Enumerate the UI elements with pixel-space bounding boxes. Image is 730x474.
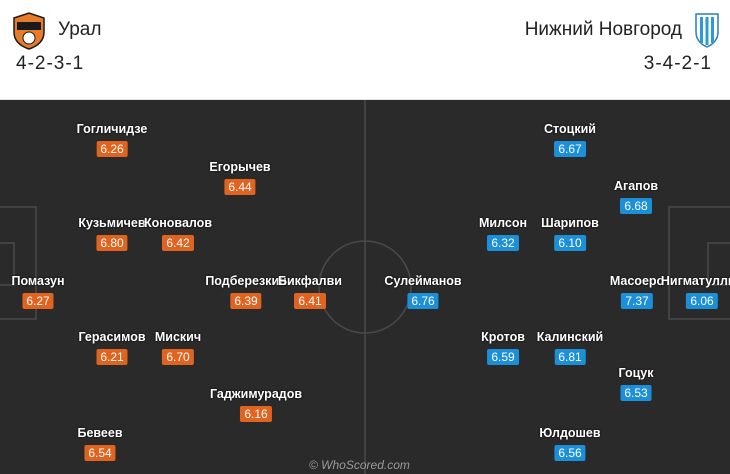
home-player[interactable]: Егорычев 6.44 — [209, 160, 271, 195]
away-player[interactable]: Милсон 6.32 — [479, 216, 527, 251]
player-rating-badge: 6.44 — [224, 179, 256, 195]
player-rating-badge: 6.59 — [487, 349, 519, 365]
player-rating-badge: 6.81 — [554, 349, 586, 365]
ural-crest-icon — [13, 12, 45, 50]
player-rating-badge: 6.80 — [96, 235, 128, 251]
player-rating-badge: 6.27 — [22, 293, 54, 309]
player-rating-badge: 6.54 — [84, 445, 116, 461]
home-player[interactable]: Бевеев 6.54 — [77, 426, 123, 461]
home-player[interactable]: Помазун 6.27 — [11, 274, 65, 309]
match-header: Урал 4-2-3-1 Нижний Новгород 3-4-2-1 — [0, 0, 730, 100]
player-rating-badge: 6.21 — [96, 349, 128, 365]
player-rating-badge: 7.37 — [621, 293, 653, 309]
home-player[interactable]: Кузьмичев 6.80 — [78, 216, 146, 251]
away-player[interactable]: Гоцук 6.53 — [619, 366, 654, 401]
player-name: Подберезкин — [205, 274, 287, 288]
player-name: Масоеро — [609, 274, 665, 288]
player-name: Егорычев — [209, 160, 271, 174]
player-rating-badge: 6.56 — [554, 445, 586, 461]
player-name: Герасимов — [78, 330, 146, 344]
player-name: Коновалов — [143, 216, 213, 230]
player-rating-badge: 6.39 — [230, 293, 262, 309]
player-rating-badge: 6.41 — [294, 293, 326, 309]
player-name: Нигматуллин — [660, 274, 730, 288]
player-rating-badge: 6.68 — [620, 198, 652, 214]
player-name: Милсон — [478, 216, 528, 230]
player-name: Агапов — [613, 179, 659, 193]
player-name: Сулейманов — [384, 274, 462, 288]
player-name: Гоцук — [618, 366, 654, 380]
player-rating-badge: 6.32 — [487, 235, 519, 251]
player-rating-badge: 6.10 — [554, 235, 586, 251]
home-player[interactable]: Мискич 6.70 — [155, 330, 201, 365]
player-name: Юлдошев — [539, 426, 601, 440]
player-rating-badge: 6.42 — [162, 235, 194, 251]
player-rating-badge: 6.06 — [686, 293, 718, 309]
home-formation: 4-2-3-1 — [16, 53, 85, 74]
home-team-name: Урал — [58, 19, 102, 40]
player-rating-badge: 6.76 — [407, 293, 439, 309]
away-player[interactable]: Юлдошев 6.56 — [539, 426, 601, 461]
away-player[interactable]: Сулейманов 6.76 — [384, 274, 462, 309]
away-team-name: Нижний Новгород — [524, 19, 682, 40]
away-player[interactable]: Агапов 6.68 — [614, 179, 658, 214]
away-player[interactable]: Стоцкий 6.67 — [544, 122, 596, 157]
nizhny-novgorod-crest-icon — [695, 13, 719, 48]
player-name: Гаджимурадов — [209, 387, 303, 401]
home-player[interactable]: Гогличидзе 6.26 — [76, 122, 148, 157]
away-player[interactable]: Нигматуллин 6.06 — [661, 274, 730, 309]
player-name: Гогличидзе — [76, 122, 148, 136]
player-name: Шарипов — [541, 216, 599, 230]
player-name: Бикфалви — [278, 274, 342, 288]
away-player[interactable]: Калинский 6.81 — [536, 330, 604, 365]
home-player[interactable]: Подберезкин 6.39 — [205, 274, 287, 309]
player-rating-badge: 6.16 — [240, 406, 272, 422]
away-player[interactable]: Шарипов 6.10 — [541, 216, 599, 251]
home-player[interactable]: Бикфалви 6.41 — [278, 274, 342, 309]
away-formation: 3-4-2-1 — [643, 53, 712, 74]
home-player[interactable]: Коновалов 6.42 — [144, 216, 212, 251]
player-name: Калинский — [536, 330, 604, 344]
home-player[interactable]: Герасимов 6.21 — [78, 330, 146, 365]
player-name: Бевеев — [77, 426, 123, 440]
whoscored-watermark: © WhoScored.com — [309, 458, 410, 472]
pitch-lines — [0, 100, 730, 474]
player-rating-badge: 6.53 — [620, 385, 652, 401]
player-rating-badge: 6.26 — [96, 141, 128, 157]
away-player[interactable]: Масоеро 7.37 — [610, 274, 664, 309]
player-name: Кротов — [481, 330, 525, 344]
player-name: Стоцкий — [544, 122, 596, 136]
player-name: Помазун — [11, 274, 65, 288]
player-rating-badge: 6.67 — [554, 141, 586, 157]
player-name: Мискич — [154, 330, 202, 344]
home-player[interactable]: Гаджимурадов 6.16 — [210, 387, 302, 422]
player-rating-badge: 6.70 — [162, 349, 194, 365]
away-player[interactable]: Кротов 6.59 — [481, 330, 525, 365]
player-name: Кузьмичев — [78, 216, 146, 230]
